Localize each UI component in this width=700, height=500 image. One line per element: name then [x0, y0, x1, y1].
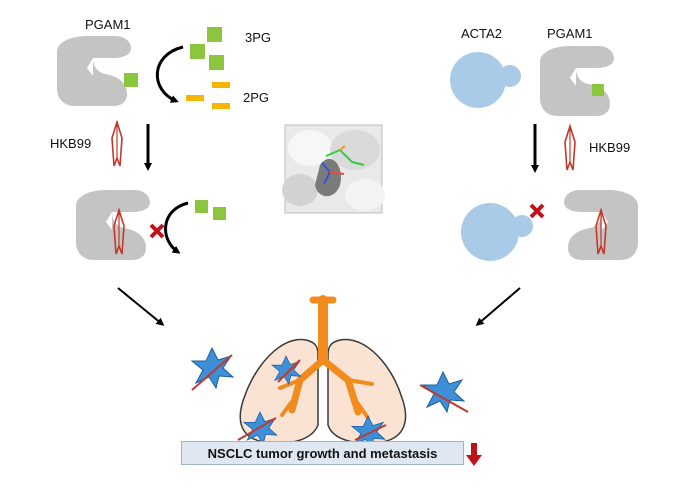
pgam1-right-label: PGAM1: [547, 26, 593, 41]
arrow-to-lungs-right: [475, 287, 521, 326]
3pg-square: [207, 27, 222, 42]
blocked-reaction-arrow: [164, 201, 189, 254]
inhibitor-drug-icon: [111, 121, 123, 167]
pgam1-enzyme-right-top: [540, 46, 614, 116]
inhibitor-drug-icon: [237, 417, 277, 441]
down-arrow-icon: [466, 443, 482, 466]
acta2-label: ACTA2: [461, 26, 502, 41]
pgam1-enzyme-left-inhibited: [76, 190, 150, 260]
2pg-bar: [212, 82, 230, 88]
block-x-icon: [529, 203, 545, 219]
acta2-protein-top: [450, 52, 521, 108]
2pg-bar: [212, 103, 230, 109]
acta2-protein-bottom: [461, 203, 533, 261]
2pg-label: 2PG: [243, 90, 269, 105]
3pg-square: [213, 207, 226, 220]
3pg-label: 3PG: [245, 30, 271, 45]
substrate-in-pocket: [124, 73, 138, 87]
3pg-square: [209, 55, 224, 70]
3pg-square: [190, 44, 205, 59]
outcome-caption-box: NSCLC tumor growth and metastasis: [181, 441, 464, 465]
inhibitor-drug-icon: [419, 384, 469, 413]
outcome-caption: NSCLC tumor growth and metastasis: [207, 445, 438, 461]
arrow-to-lungs-left: [117, 287, 165, 326]
pgam1-left-label: PGAM1: [85, 17, 131, 32]
substrate-in-pocket: [592, 84, 604, 96]
inhibitor-drug-icon: [191, 354, 233, 391]
inhibitor-drug-icon: [277, 359, 301, 383]
docking-structure-image: [282, 124, 385, 214]
inhibitor-drug-icon: [564, 125, 576, 171]
reaction-arrow: [155, 45, 184, 103]
2pg-bar: [186, 95, 204, 101]
3pg-square: [195, 200, 208, 213]
block-x-icon: [149, 223, 165, 239]
inhibitor-drug-icon: [354, 424, 387, 441]
hkb99-left-label: HKB99: [50, 136, 91, 151]
hkb99-right-label: HKB99: [589, 140, 630, 155]
tumor-burst-icon: [191, 347, 234, 389]
pgam1-enzyme-left-top: [57, 36, 131, 106]
trachea-and-bronchi: [278, 295, 374, 420]
